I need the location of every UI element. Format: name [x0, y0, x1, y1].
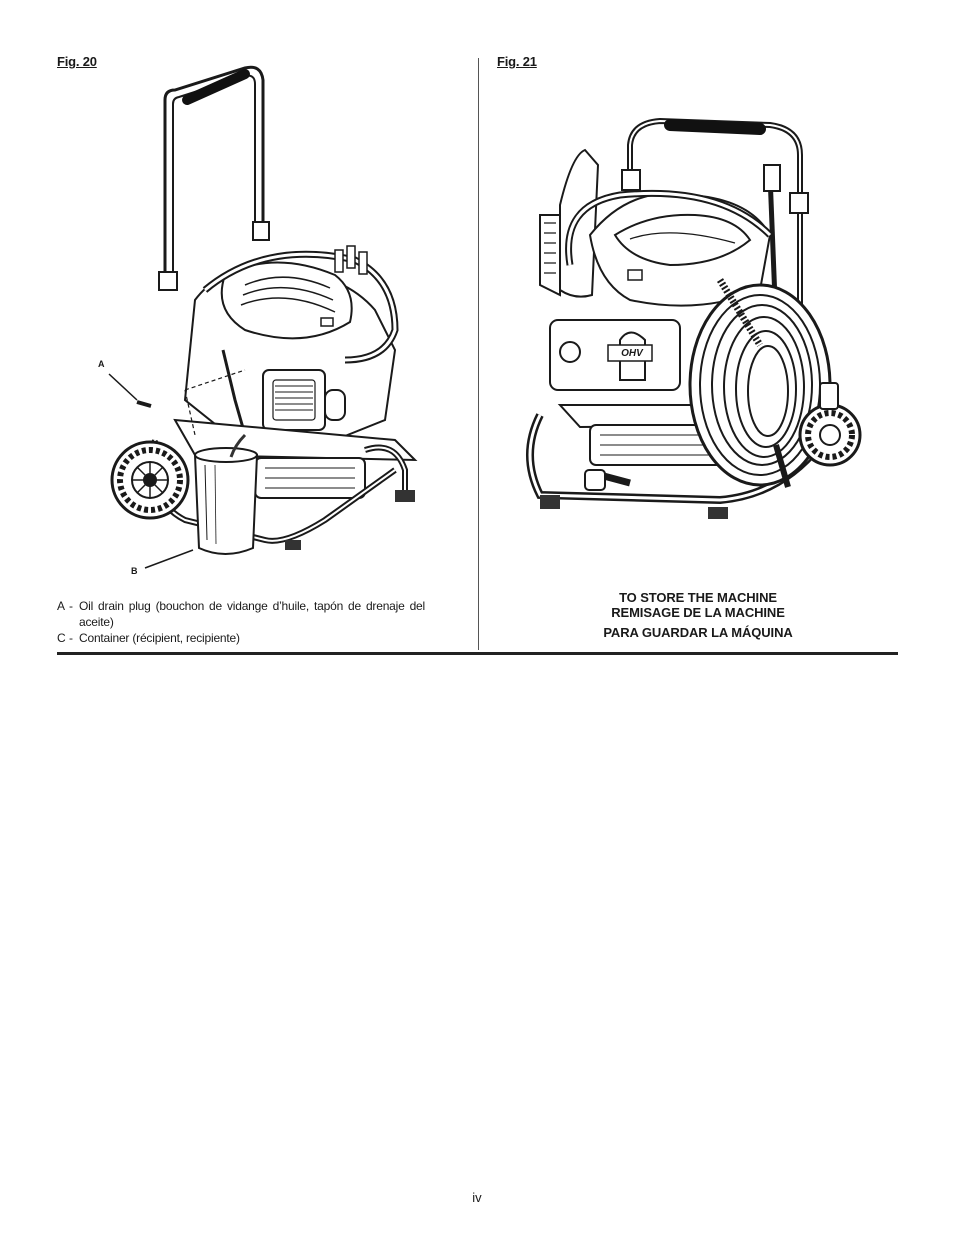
- legend-item: C - Container (récipient, recipiente): [57, 630, 425, 646]
- handle-grip: [182, 69, 250, 105]
- fig-21-label: Fig. 21: [497, 54, 537, 69]
- fig-20-legend: A - Oil drain plug (bouchon de vidange d…: [57, 598, 425, 646]
- section-rule: [57, 652, 898, 655]
- column-divider: [478, 58, 479, 650]
- legend-item: A - Oil drain plug (bouchon de vidange d…: [57, 598, 425, 630]
- callout-b-leader: [144, 549, 194, 569]
- legend-key: A: [57, 599, 65, 613]
- drain-plug-part: [136, 400, 152, 408]
- legend-dash: -: [69, 599, 73, 613]
- caption-line-1: TO STORE THE MACHINE: [619, 590, 777, 605]
- callout-b: B: [131, 566, 138, 576]
- caption-line-2: REMISAGE DE LA MACHINE: [611, 605, 785, 620]
- fig-21-illustration: [526, 117, 862, 519]
- legend-text: Container (récipient, recipiente): [79, 631, 240, 645]
- handle-grip: [664, 119, 766, 135]
- fig-20-label: Fig. 20: [57, 54, 97, 69]
- legend-key: C: [57, 631, 66, 645]
- legend-text: Oil drain plug (bouchon de vidange d’hui…: [79, 599, 425, 629]
- callout-a-leader: [108, 373, 138, 401]
- caption-line-3: PARA GUARDAR LA MÁQUINA: [603, 625, 793, 640]
- legend-dash: -: [69, 631, 73, 645]
- callout-a: A: [98, 359, 105, 369]
- fig-20-illustration: [108, 65, 418, 569]
- page-number: iv: [472, 1190, 482, 1205]
- engine-badge: OHV: [621, 348, 643, 359]
